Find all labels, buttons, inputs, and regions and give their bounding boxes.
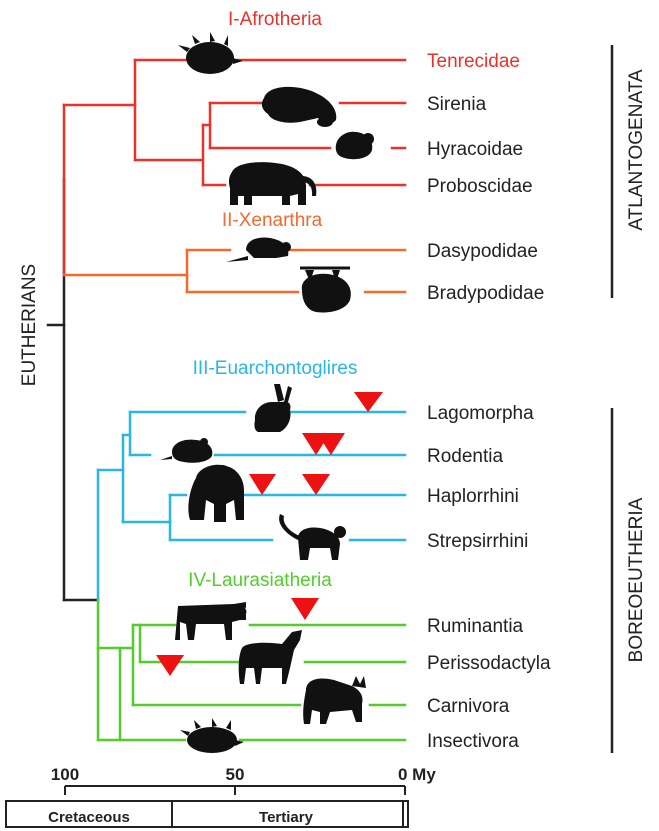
afrotheria-branches bbox=[64, 60, 405, 275]
taxon-strepsirrhini: Strepsirrhini bbox=[427, 531, 528, 552]
atlantogenata-label: ATLANTOGENATA bbox=[626, 69, 647, 231]
tick-label-0: 0 My bbox=[398, 765, 436, 784]
gorilla-icon bbox=[188, 465, 244, 522]
sloth-icon bbox=[300, 268, 351, 313]
boreoeutheria-label: BOREOEUTHERIA bbox=[626, 497, 647, 662]
root-branches bbox=[48, 180, 98, 600]
taxon-lagomorpha: Lagomorpha bbox=[427, 403, 534, 424]
elephant-icon bbox=[229, 162, 316, 205]
tick-label-50: 50 bbox=[226, 765, 245, 784]
xenarthra-branches bbox=[64, 250, 405, 292]
taxon-tenrecidae: Tenrecidae bbox=[427, 51, 520, 72]
boreoeutheria-bracket: BOREOEUTHERIA bbox=[612, 408, 647, 753]
hedgehog-tenrec-icon bbox=[178, 32, 243, 74]
taxon-bradypodidae: Bradypodidae bbox=[427, 283, 544, 304]
monkey-icon bbox=[279, 514, 346, 560]
taxon-hyracoidae: Hyracoidae bbox=[427, 139, 523, 160]
taxon-sirenia: Sirenia bbox=[427, 94, 487, 115]
taxon-proboscidae: Proboscidae bbox=[427, 176, 533, 197]
atlantogenata-bracket: ATLANTOGENATA bbox=[612, 45, 647, 298]
taxon-dasypodidae: Dasypodidae bbox=[427, 241, 538, 262]
clade-laurasiatheria-title: IV-Laurasiatheria bbox=[188, 570, 332, 591]
clade-euarchontoglires-title: III-Euarchontoglires bbox=[193, 358, 358, 379]
eutherians-label: EUTHERIANS bbox=[19, 264, 40, 386]
tick-label-100: 100 bbox=[51, 765, 79, 784]
horse-icon bbox=[239, 630, 302, 684]
cow-icon bbox=[175, 602, 246, 640]
mouse-icon bbox=[160, 438, 212, 463]
armadillo-icon bbox=[226, 238, 291, 263]
period-bar: Cretaceous Tertiary bbox=[6, 801, 408, 827]
taxon-haplorrhini: Haplorrhini bbox=[427, 486, 519, 507]
hedgehog-icon bbox=[180, 718, 244, 753]
taxon-perissodactyla: Perissodactyla bbox=[427, 653, 551, 674]
taxon-carnivora: Carnivora bbox=[427, 696, 510, 717]
clade-xenarthra-title: II-Xenarthra bbox=[222, 210, 323, 231]
manatee-icon bbox=[262, 87, 336, 127]
rabbit-icon bbox=[254, 384, 292, 432]
clade-afrotheria-title: I-Afrotheria bbox=[228, 9, 322, 30]
cat-icon bbox=[303, 676, 366, 724]
period-cretaceous: Cretaceous bbox=[48, 809, 130, 826]
time-axis: 100 50 0 My bbox=[51, 765, 437, 795]
period-tertiary: Tertiary bbox=[259, 809, 314, 826]
hyrax-icon bbox=[336, 132, 374, 159]
taxon-rodentia: Rodentia bbox=[427, 446, 503, 467]
taxon-insectivora: Insectivora bbox=[427, 731, 519, 752]
taxon-ruminantia: Ruminantia bbox=[427, 616, 524, 637]
